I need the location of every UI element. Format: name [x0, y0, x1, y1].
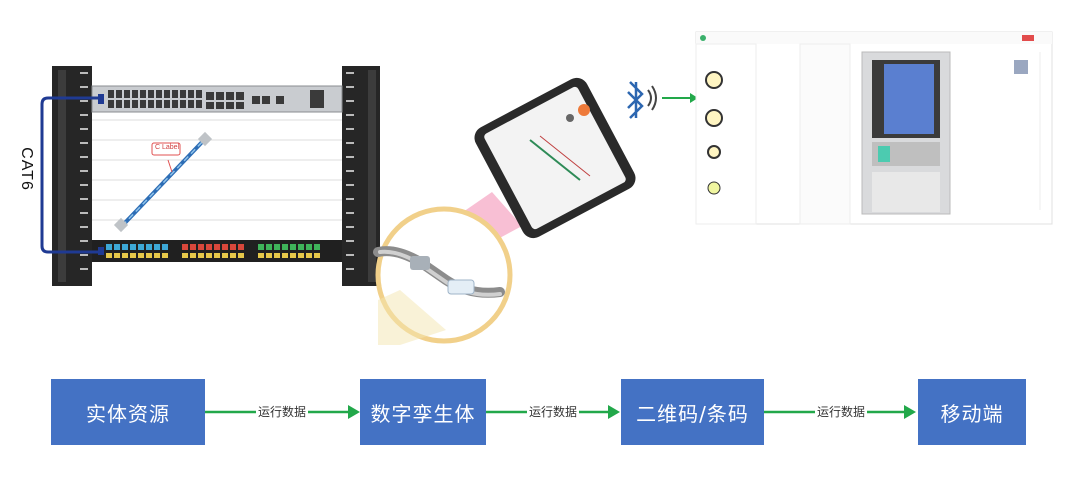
scanner-closeup: [373, 192, 522, 345]
cord-tag-label: C Label: [155, 144, 180, 151]
cable-label: CAT6: [17, 147, 35, 191]
software-screenshot: [695, 31, 1053, 225]
network-switch: [91, 85, 343, 113]
cat6-cable: [40, 96, 98, 254]
flow-label-1: 运行数据: [256, 405, 309, 419]
flow-box-digital-twin: 数字孪生体: [360, 379, 486, 445]
wireless-signal-icon: [647, 85, 657, 111]
flow-box-physical-resource: 实体资源: [51, 379, 205, 445]
sync-arrow: [662, 93, 698, 103]
rack-left-rail: [52, 66, 92, 286]
flow-box-mobile: 移动端: [918, 379, 1026, 445]
flow-label-2: 运行数据: [527, 405, 580, 419]
mobile-phone: [474, 77, 636, 239]
flow-box-qrcode-barcode: 二维码/条码: [621, 379, 764, 445]
bluetooth-icon: [627, 81, 644, 119]
patch-panel: [92, 240, 342, 262]
rack-right-rail: [342, 66, 380, 286]
flow-label-3: 运行数据: [815, 405, 868, 419]
